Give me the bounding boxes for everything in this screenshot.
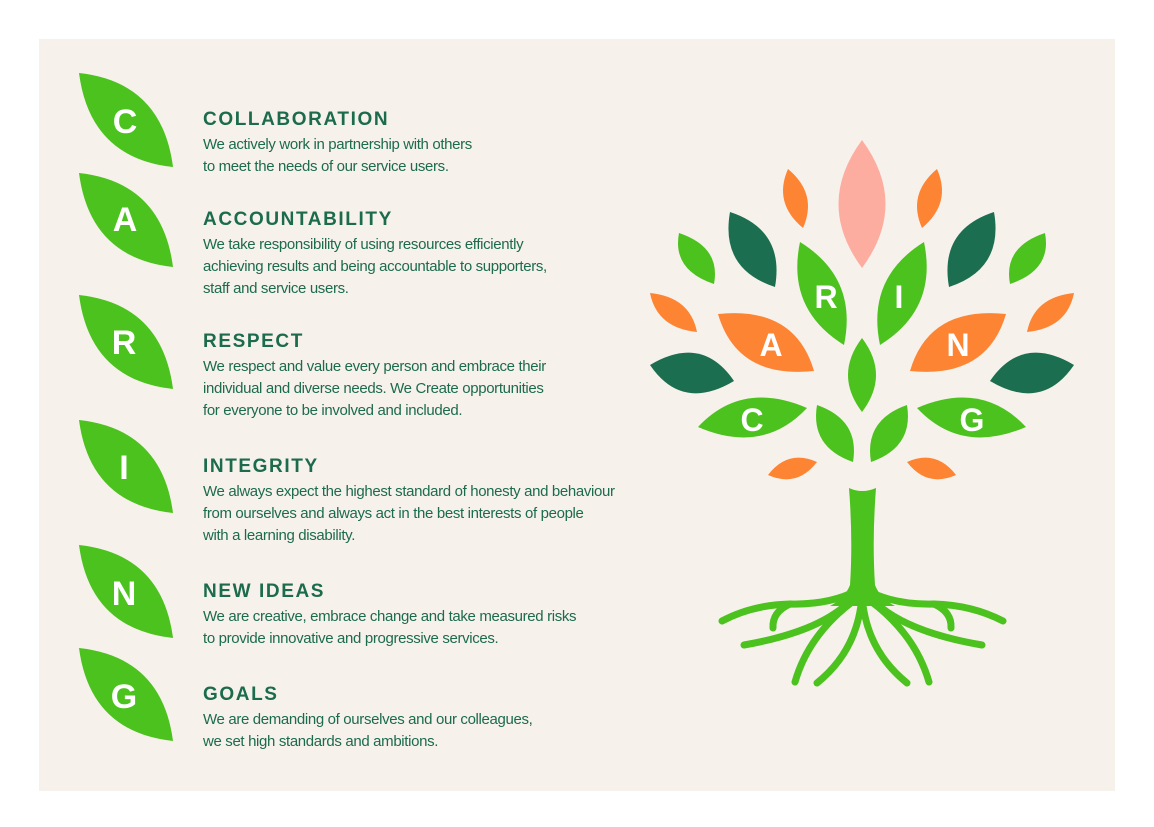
value-new-ideas: NEW IDEAS We are creative, embrace chang… xyxy=(203,581,577,650)
leaf-orange-far-left xyxy=(650,293,697,332)
leaf-green-outer-right xyxy=(1009,233,1046,284)
leaf-dark-lower-left xyxy=(650,352,734,394)
tree-roots xyxy=(718,586,1007,687)
left-leaf-i: I xyxy=(79,420,173,513)
svg-text:I: I xyxy=(895,279,904,315)
leaf-dark-lower-right xyxy=(990,352,1074,394)
left-leaf-a: A xyxy=(79,173,173,267)
leaf-a xyxy=(718,313,814,372)
value-goals: GOALS We are demanding of ourselves and … xyxy=(203,684,533,753)
value-description: We take responsibility of using resource… xyxy=(203,236,547,297)
leaf-green-center xyxy=(848,338,876,412)
tree-trunk xyxy=(830,488,895,606)
svg-text:R: R xyxy=(814,279,837,315)
value-title: COLLABORATION xyxy=(203,109,390,130)
value-description: We are creative, embrace change and take… xyxy=(203,608,577,647)
value-title: GOALS xyxy=(203,684,279,705)
svg-text:R: R xyxy=(112,324,137,362)
leaf-dark-upper-left xyxy=(728,212,777,287)
leaf-c xyxy=(698,397,807,438)
value-collaboration: COLLABORATION We actively work in partne… xyxy=(203,109,472,178)
canopy xyxy=(650,140,1074,480)
value-description: We actively work in partnership with oth… xyxy=(203,136,472,175)
svg-text:C: C xyxy=(113,103,138,141)
value-integrity: INTEGRITY We always expect the highest s… xyxy=(203,456,615,547)
left-leaf-g: G xyxy=(79,648,173,741)
leaf-g xyxy=(917,397,1026,438)
canopy-letters: R I A N C G xyxy=(740,279,984,438)
leaf-n xyxy=(910,313,1006,372)
left-leaf-c: C xyxy=(79,73,173,167)
value-title: INTEGRITY xyxy=(203,456,319,477)
leaf-green-lower-right xyxy=(870,405,908,462)
leaf-i xyxy=(877,242,927,345)
leaf-orange-bottom-left xyxy=(768,457,817,480)
leaf-orange-far-right xyxy=(1027,293,1074,332)
value-title: ACCOUNTABILITY xyxy=(203,209,393,230)
leaf-r xyxy=(797,242,847,345)
leaf-orange-top-right xyxy=(917,169,942,228)
leaf-orange-top-left xyxy=(783,169,808,228)
leaf-green-outer-left xyxy=(678,233,715,284)
value-title: NEW IDEAS xyxy=(203,581,326,602)
value-description: We are demanding of ourselves and our co… xyxy=(203,711,533,750)
left-leaf-n: N xyxy=(79,545,173,638)
value-description: We respect and value every person and em… xyxy=(203,358,546,419)
value-description: We always expect the highest standard of… xyxy=(203,483,615,544)
value-accountability: ACCOUNTABILITY We take responsibility of… xyxy=(203,209,547,300)
svg-text:I: I xyxy=(119,449,128,487)
svg-text:A: A xyxy=(113,201,138,239)
svg-text:G: G xyxy=(111,678,137,716)
svg-text:N: N xyxy=(112,575,137,613)
left-leaf-r: R xyxy=(79,295,173,389)
svg-text:A: A xyxy=(759,327,782,363)
svg-text:C: C xyxy=(740,402,763,438)
leaf-green-lower-left xyxy=(816,405,854,462)
svg-text:G: G xyxy=(960,402,985,438)
value-title: RESPECT xyxy=(203,331,304,352)
leaf-pink-top xyxy=(838,140,886,268)
svg-text:N: N xyxy=(946,327,969,363)
leaf-orange-bottom-right xyxy=(907,457,956,480)
value-respect: RESPECT We respect and value every perso… xyxy=(203,331,546,422)
leaf-dark-upper-right xyxy=(947,212,996,287)
